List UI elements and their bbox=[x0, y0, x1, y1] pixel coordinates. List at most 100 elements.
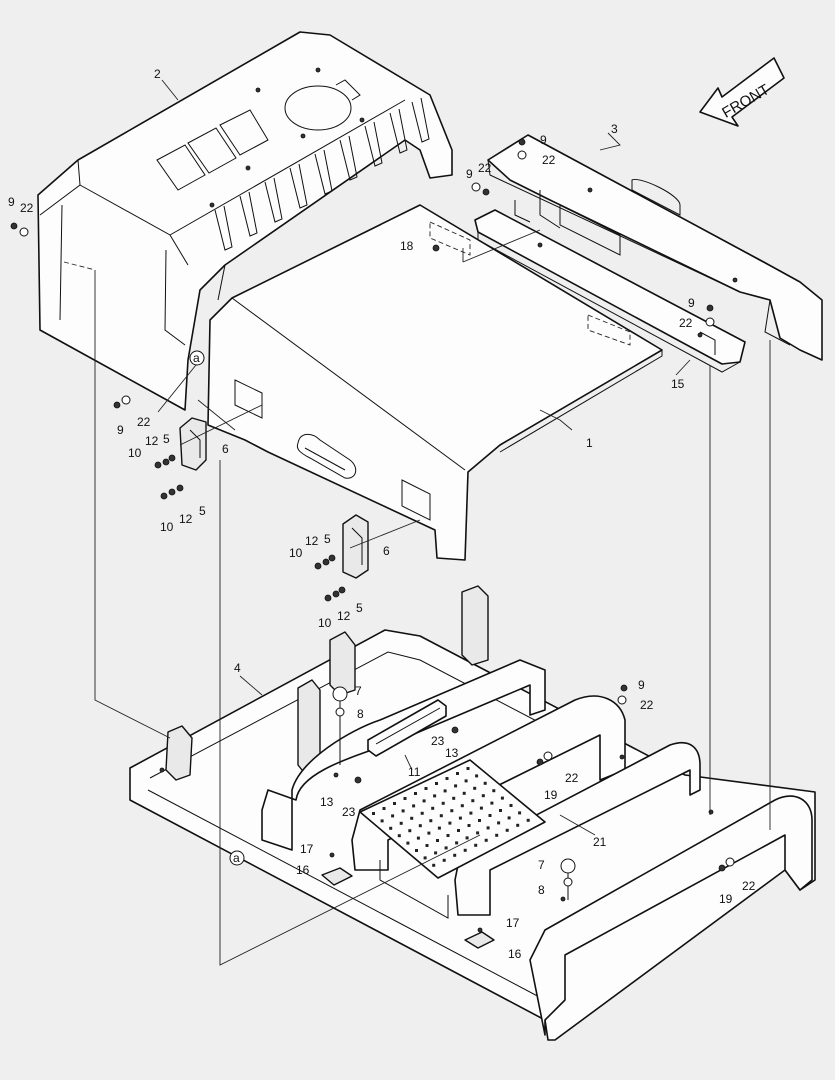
plate-hole bbox=[490, 801, 494, 805]
callout-22: 22 bbox=[542, 153, 556, 167]
plate-hole bbox=[471, 799, 475, 803]
fasteners bbox=[10, 138, 735, 933]
plate-hole bbox=[526, 818, 530, 822]
plate-hole bbox=[463, 848, 467, 852]
plate-hole bbox=[406, 841, 410, 845]
plate-hole bbox=[465, 836, 469, 840]
callout-5: 5 bbox=[324, 532, 331, 546]
plate-hole bbox=[450, 809, 454, 813]
plate-hole bbox=[476, 831, 480, 835]
plate-hole bbox=[464, 779, 468, 783]
plate-hole bbox=[469, 811, 473, 815]
callout-6: 6 bbox=[222, 442, 229, 456]
callout-22: 22 bbox=[137, 415, 151, 429]
bracket-part-16 bbox=[321, 867, 495, 949]
callout-7: 7 bbox=[355, 684, 362, 698]
bracket-part-11 bbox=[367, 699, 447, 757]
plate-hole bbox=[446, 834, 450, 837]
plate-hole bbox=[429, 819, 433, 823]
plate-hole bbox=[418, 824, 422, 828]
callout-2: 2 bbox=[154, 67, 161, 81]
callout-7: 7 bbox=[538, 858, 545, 872]
plate-hole bbox=[444, 846, 448, 850]
plate-hole bbox=[488, 814, 492, 817]
callout-16: 16 bbox=[296, 863, 310, 877]
plate-hole bbox=[454, 784, 458, 788]
plate-hole bbox=[483, 781, 487, 785]
plate-hole bbox=[399, 821, 403, 825]
callout-12: 12 bbox=[145, 434, 159, 448]
ref-a-label: a bbox=[233, 851, 240, 865]
callout-10: 10 bbox=[289, 546, 303, 560]
plate-hole bbox=[486, 826, 490, 830]
plate-hole bbox=[391, 814, 395, 818]
plate-hole bbox=[389, 826, 393, 830]
callout-5: 5 bbox=[163, 432, 170, 446]
plate-hole bbox=[408, 829, 412, 833]
plate-hole bbox=[380, 819, 384, 823]
plate-hole bbox=[448, 821, 452, 825]
plate-hole bbox=[452, 796, 456, 800]
plate-hole bbox=[420, 811, 424, 815]
plate-hole bbox=[509, 804, 513, 807]
plate-hole bbox=[432, 863, 436, 867]
plate-hole bbox=[410, 816, 414, 820]
latch-part-6-lower bbox=[342, 514, 369, 579]
callout-labels: 1 2 3 4 5 5 5 5 6 6 7 7 8 8 9 9 9 9 9 9 … bbox=[8, 67, 756, 961]
assembly-leader-lines bbox=[63, 229, 771, 966]
plate-hole bbox=[466, 767, 470, 770]
plate-hole bbox=[425, 844, 429, 847]
plate-hole bbox=[497, 821, 501, 825]
callout-8: 8 bbox=[357, 707, 364, 721]
callout-17: 17 bbox=[506, 916, 520, 930]
right-cover-part-3 bbox=[487, 134, 823, 361]
rear-hood-part-2 bbox=[37, 31, 453, 411]
plate-hole bbox=[372, 812, 375, 815]
plate-hole bbox=[416, 836, 420, 840]
callout-22: 22 bbox=[20, 201, 34, 215]
plate-hole bbox=[500, 796, 504, 800]
callout-19: 19 bbox=[719, 892, 733, 906]
plate-hole bbox=[495, 833, 499, 837]
plate-hole bbox=[475, 774, 479, 778]
plate-hole bbox=[412, 804, 416, 808]
callout-9: 9 bbox=[466, 167, 473, 181]
plate-hole bbox=[478, 819, 481, 822]
perforated-plate-holes bbox=[372, 767, 530, 867]
callout-18: 18 bbox=[400, 239, 414, 253]
callout-17: 17 bbox=[300, 842, 314, 856]
plate-hole bbox=[434, 851, 438, 855]
callout-5: 5 bbox=[356, 601, 363, 615]
plate-hole bbox=[457, 829, 460, 832]
plate-hole bbox=[433, 794, 437, 798]
callout-12: 12 bbox=[179, 512, 193, 526]
plate-hole bbox=[507, 816, 511, 820]
plate-hole bbox=[397, 834, 401, 838]
plate-hole bbox=[443, 789, 447, 793]
plate-hole bbox=[424, 787, 428, 790]
callout-22: 22 bbox=[640, 698, 654, 712]
callout-6: 6 bbox=[383, 544, 390, 558]
ref-a-label: a bbox=[193, 351, 200, 365]
callout-12: 12 bbox=[305, 534, 319, 548]
plate-hole bbox=[484, 838, 488, 842]
callout-22: 22 bbox=[679, 316, 693, 330]
front-direction-arrow: FRONT bbox=[699, 57, 785, 127]
callout-3: 3 bbox=[611, 122, 618, 136]
plate-hole bbox=[518, 811, 522, 815]
plate-hole bbox=[437, 826, 441, 830]
plate-hole bbox=[473, 786, 477, 790]
callout-16: 16 bbox=[508, 947, 522, 961]
callout-4: 4 bbox=[234, 661, 241, 675]
plate-hole bbox=[439, 814, 443, 818]
plate-hole bbox=[453, 853, 457, 857]
plate-hole bbox=[462, 791, 466, 795]
plate-hole bbox=[481, 794, 485, 798]
callout-22: 22 bbox=[478, 161, 492, 175]
plate-hole bbox=[393, 802, 396, 805]
plate-hole bbox=[492, 789, 496, 793]
callout-9: 9 bbox=[688, 296, 695, 310]
callout-1: 1 bbox=[586, 436, 593, 450]
callout-19: 19 bbox=[544, 788, 558, 802]
plate-hole bbox=[414, 792, 417, 795]
